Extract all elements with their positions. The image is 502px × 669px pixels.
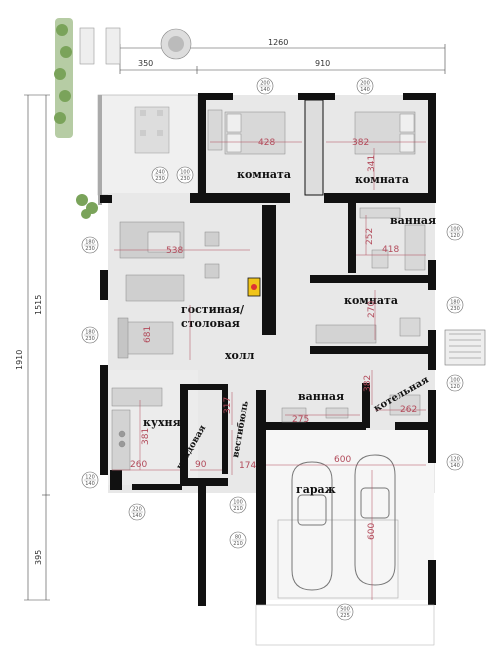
room-label-vannaya-1: ванная bbox=[390, 214, 436, 227]
window-tag-width: 100 bbox=[233, 500, 243, 506]
window-tag-width: 500 bbox=[340, 607, 350, 613]
window-tag-height: 120 bbox=[450, 233, 460, 239]
room-label-komnata-3: комната bbox=[344, 294, 398, 307]
dim-1515: 1515 bbox=[34, 295, 43, 315]
dim-538: 538 bbox=[166, 246, 183, 256]
room-label-vannaya-2: ванная bbox=[298, 390, 344, 403]
window-tag-height: 230 bbox=[85, 336, 95, 342]
window-tag-width: 80 bbox=[235, 535, 241, 541]
window-tag-height: 140 bbox=[132, 513, 142, 519]
window-tag-height: 225 bbox=[340, 613, 350, 619]
window-tag-width: 180 bbox=[450, 300, 460, 306]
window-tag-width: 120 bbox=[85, 475, 95, 481]
dim-418: 418 bbox=[382, 245, 399, 255]
window-tag-height: 210 bbox=[233, 541, 243, 547]
dim-317: 317 bbox=[223, 397, 233, 414]
window-tag-width: 200 bbox=[360, 81, 370, 87]
dim-262: 262 bbox=[400, 405, 417, 415]
window-tag-width: 180 bbox=[85, 240, 95, 246]
room-label-garazh: гараж bbox=[296, 483, 336, 496]
window-tag-height: 140 bbox=[450, 463, 460, 469]
room-label-komnata-1: комната bbox=[237, 168, 291, 181]
dim-1260: 1260 bbox=[268, 38, 288, 47]
dim-350: 350 bbox=[138, 59, 153, 68]
window-tags: 2001402001402402301002301802301001201802… bbox=[81, 77, 464, 621]
dim-381: 381 bbox=[141, 428, 151, 445]
round-table bbox=[160, 28, 192, 60]
dim-270: 270 bbox=[367, 301, 377, 318]
window-tag-height: 230 bbox=[155, 176, 165, 182]
dim-90: 90 bbox=[195, 460, 207, 470]
walls bbox=[100, 93, 436, 606]
dim-600-vertical: 600 bbox=[367, 523, 377, 540]
dim-260: 260 bbox=[130, 460, 147, 470]
window-tag-width: 100 bbox=[450, 378, 460, 384]
window-tag-height: 230 bbox=[450, 306, 460, 312]
window-tag-width: 100 bbox=[180, 170, 190, 176]
window-tag-width: 100 bbox=[450, 227, 460, 233]
dim-341: 341 bbox=[367, 155, 377, 172]
room-label-komnata-2: комната bbox=[355, 173, 409, 186]
car-right bbox=[354, 454, 396, 586]
furniture bbox=[111, 109, 426, 471]
dim-600-horizontal: 600 bbox=[334, 455, 351, 465]
window-tag-width: 180 bbox=[85, 330, 95, 336]
dim-174: 174 bbox=[239, 461, 256, 471]
window-tag-height: 230 bbox=[85, 246, 95, 252]
window-tag-height: 140 bbox=[360, 87, 370, 93]
window-tag-width: 220 bbox=[132, 507, 142, 513]
window-tag-width: 240 bbox=[155, 170, 165, 176]
window-tag-width: 200 bbox=[260, 81, 270, 87]
loungers bbox=[79, 27, 121, 65]
window-tag-height: 120 bbox=[450, 384, 460, 390]
window-tag-height: 210 bbox=[233, 506, 243, 512]
dim-681: 681 bbox=[143, 326, 153, 343]
dim-395: 395 bbox=[34, 550, 43, 565]
dim-252: 252 bbox=[365, 228, 375, 245]
garden-greenery bbox=[54, 18, 98, 219]
room-label-holl: холл bbox=[225, 349, 255, 362]
balcony-grille bbox=[444, 329, 486, 366]
car-left bbox=[291, 461, 333, 591]
dim-1910: 1910 bbox=[15, 350, 24, 370]
window-tag-height: 230 bbox=[180, 176, 190, 182]
dim-275: 275 bbox=[292, 415, 309, 425]
window-tag-width: 120 bbox=[450, 457, 460, 463]
room-label-gostinaya-1: гостиная/ bbox=[181, 303, 245, 316]
terrace bbox=[97, 94, 199, 205]
dim-428: 428 bbox=[258, 138, 275, 148]
room-label-gostinaya-2: столовая bbox=[181, 317, 240, 330]
window-tag-height: 140 bbox=[260, 87, 270, 93]
room-label-kukhnya: кухня bbox=[143, 416, 181, 429]
dim-382-boiler: 382 bbox=[363, 375, 373, 392]
window-tag-height: 140 bbox=[85, 481, 95, 487]
dimension-lines bbox=[24, 44, 446, 601]
dim-910: 910 bbox=[315, 59, 330, 68]
dim-382: 382 bbox=[352, 138, 369, 148]
